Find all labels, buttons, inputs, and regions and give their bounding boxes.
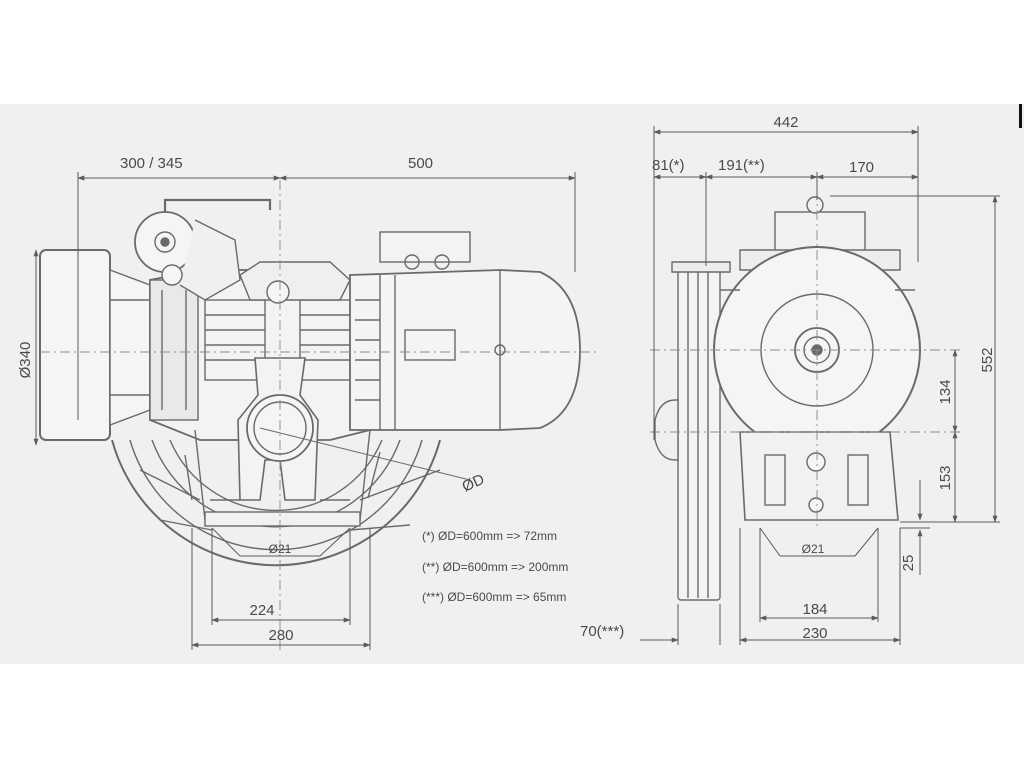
dim-side-segment-c: 170 [849,159,874,176]
dim-front-hole: Ø21 [269,542,292,556]
edge-marker [1019,104,1022,128]
dim-side-segment-b: 191(**) [718,157,765,174]
dim-side-overall-height: 552 [979,347,996,372]
dim-front-top-right: 500 [408,155,433,172]
note-2: (**) ØD=600mm => 200mm [422,560,568,574]
dim-side-upper-height: 134 [937,379,954,404]
front-view [39,180,600,650]
dim-side-hole: Ø21 [802,542,825,556]
dim-side-lower-height: 153 [937,465,954,490]
note-3: (***) ØD=600mm => 65mm [422,590,566,604]
dim-side-segment-a: 81(*) [652,157,685,174]
technical-drawing: 300 / 345 500 Ø340 224 280 Ø21 ØD 442 81… [17,114,1000,650]
front-dimension-lines [33,172,576,650]
dim-side-bottom-inner: 184 [802,601,827,618]
dim-side-bottom-outer: 230 [802,625,827,642]
drawing-panel: 300 / 345 500 Ø340 224 280 Ø21 ØD 442 81… [0,104,1024,664]
dim-front-top-left: 300 / 345 [120,155,183,172]
dim-front-diameter: Ø340 [17,342,34,379]
dim-side-overall-width: 442 [773,114,798,131]
dim-front-bottom-outer: 280 [268,627,293,644]
side-view [650,190,960,601]
dim-side-belt-offset: 70(***) [580,623,624,640]
dim-side-foot-height: 25 [900,555,917,572]
dim-front-bottom-inner: 224 [249,602,274,619]
note-1: (*) ØD=600mm => 72mm [422,529,557,543]
dim-front-pulley-diameter: ØD [460,471,488,496]
side-dimension-lines [640,126,1000,645]
